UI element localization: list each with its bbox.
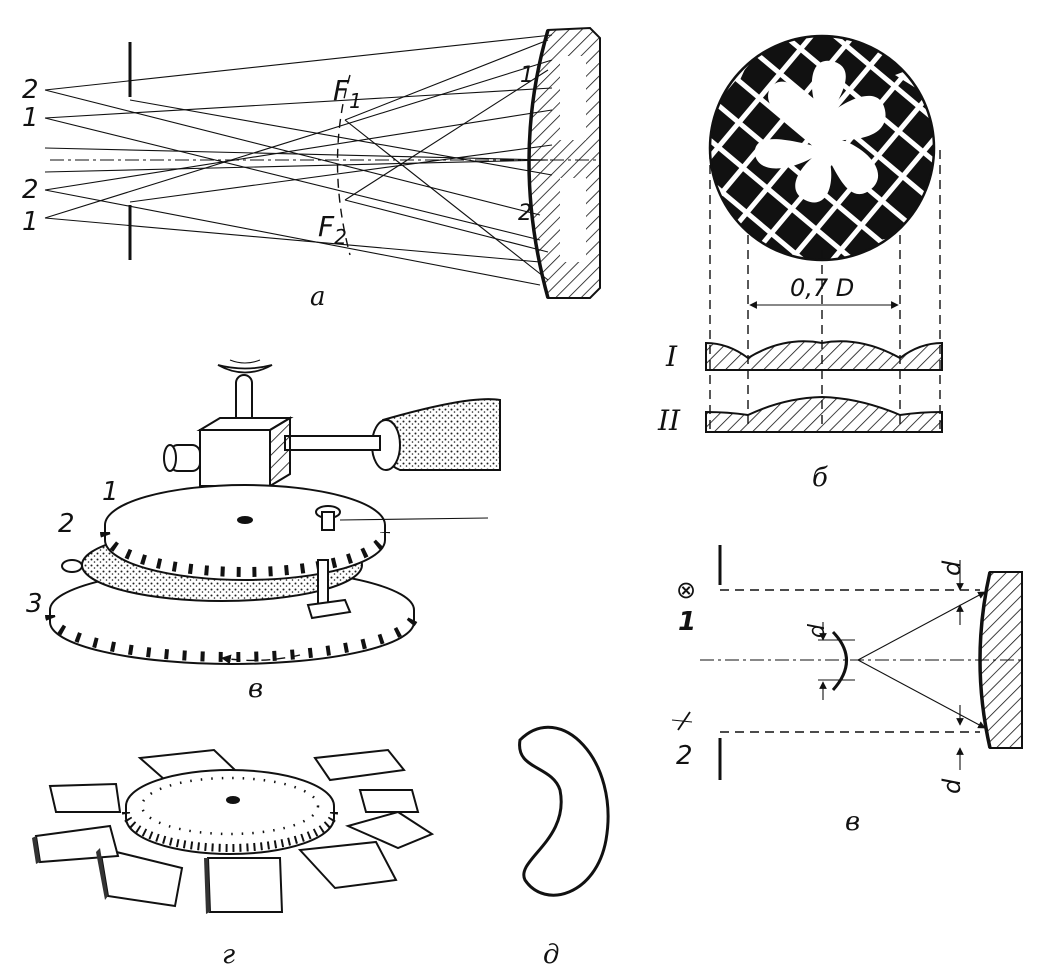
gap-label-d-bottom: d: [938, 778, 966, 794]
panel-v-device: 1 2 3 в: [26, 359, 501, 704]
clamp-block: [199, 429, 271, 487]
gap-label-d-lens: d: [805, 623, 830, 638]
profile-i-label: I: [665, 340, 678, 373]
rays: [44, 34, 553, 286]
panel-b-label: б: [812, 463, 828, 493]
part-label-2: 2: [58, 509, 75, 539]
panel-b-figure: 0,7 D I II б: [657, 34, 943, 493]
panel-d-label: д: [543, 940, 559, 970]
gap-label-d-top: d: [938, 560, 966, 576]
mirror-zone-2-label: 2: [518, 201, 532, 226]
part-label-1: 1: [102, 477, 119, 507]
dimension-label: 0,7 D: [790, 274, 854, 302]
focal-surface: [336, 74, 351, 256]
ray-label-2-top: 2: [22, 75, 39, 105]
profile-ii-label: II: [657, 404, 681, 437]
symbol-cross-circle: ⊗: [676, 576, 696, 604]
panel-v-optics: d d d ⊗ 1 2 в: [671, 545, 1025, 837]
panel-g-tiled-lap: г: [32, 748, 435, 970]
profile-i: [705, 340, 943, 371]
profile-ii: [705, 395, 943, 433]
clover-cutout: [754, 60, 886, 203]
panel-a-label: а: [310, 282, 326, 312]
part-label-3: 3: [26, 589, 43, 619]
ray-label-1-bottom: 1: [22, 207, 39, 237]
crescent-tile: [518, 725, 610, 897]
focus-label-f1: F1: [333, 74, 362, 113]
focus-label-f2: F2: [318, 210, 347, 249]
test-lens: [831, 630, 848, 692]
mirror-zone-1-label: 1: [520, 63, 534, 88]
marker-1: 1: [678, 607, 696, 637]
panel-v-device-label: в: [248, 674, 263, 704]
panel-v-optics-label: в: [845, 807, 860, 837]
ray-label-1-top: 1: [22, 103, 39, 133]
panel-a-ray-diagram: 2 1 2 1 F1 F2 1 2 а: [22, 26, 601, 312]
marker-2: 2: [676, 741, 693, 771]
panel-g-label: г: [222, 940, 235, 970]
ray-label-2-bottom: 2: [22, 175, 39, 205]
rotation-arrow: [221, 654, 301, 665]
panel-d-crescent: д: [518, 725, 610, 970]
eyepiece-lens: [217, 364, 273, 374]
